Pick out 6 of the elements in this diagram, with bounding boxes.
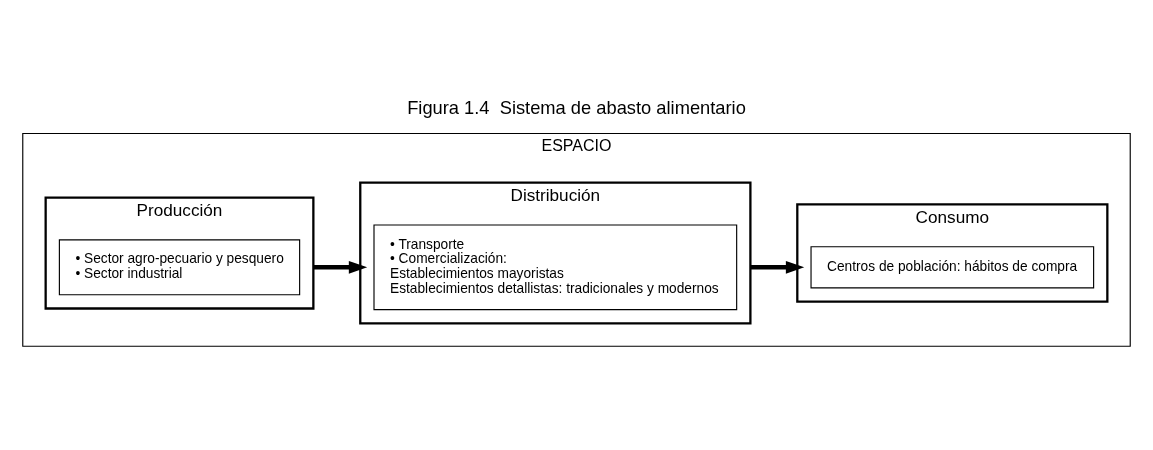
node-box: • Sector agro-pecuario y pesquero • Sector industrial	[58, 239, 301, 296]
node-box: • Transporte • Comercialización: Establecimientos mayoristas Establecimientos detallistas: tradicionales y modernos	[373, 224, 738, 311]
arrow	[313, 260, 368, 274]
arrow	[750, 260, 805, 274]
diagram-title: Figura 1.4 Sistema de abasto alimentario	[407, 96, 746, 118]
node-box: Centros de población: hábitos de compra	[810, 246, 1095, 289]
